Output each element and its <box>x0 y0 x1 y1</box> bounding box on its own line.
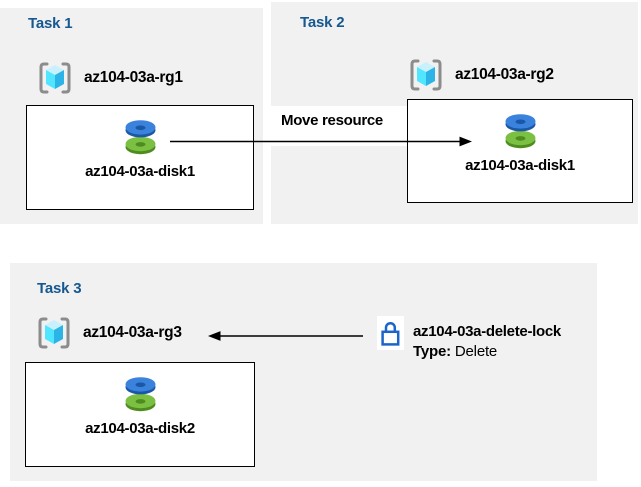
task3-panel: Task 3 az104-03a-rg3 az104-03a-disk2 <box>10 263 597 481</box>
task1-panel: Task 1 az104-03a-rg1 az104-03a-disk1 <box>0 8 263 224</box>
task3-disk-label: az104-03a-disk2 <box>85 420 195 437</box>
task2-disk-box: az104-03a-disk1 <box>407 99 633 203</box>
task1-disk-box: az104-03a-disk1 <box>26 105 254 210</box>
task1-disk-label: az104-03a-disk1 <box>85 163 195 180</box>
delete-lock-name: az104-03a-delete-lock <box>413 323 561 340</box>
task3-disk-box: az104-03a-disk2 <box>25 362 255 467</box>
resource-group-icon <box>38 317 70 349</box>
task2-disk-label: az104-03a-disk1 <box>465 157 575 174</box>
delete-lock-icon-box <box>377 316 404 350</box>
task2-title: Task 2 <box>300 14 345 31</box>
resource-group-icon <box>39 62 71 94</box>
delete-lock-type: Type:Delete <box>413 342 561 362</box>
task3-resource-group-label: az104-03a-rg3 <box>83 324 182 341</box>
resource-group-icon <box>410 59 442 91</box>
task3-resource-group: az104-03a-rg3 <box>35 315 182 351</box>
task2-resource-group: az104-03a-rg2 <box>407 57 554 93</box>
delete-lock-text: az104-03a-delete-lock Type:Delete <box>413 322 561 362</box>
disk-icon <box>505 114 535 149</box>
task1-resource-group: az104-03a-rg1 <box>36 60 183 96</box>
delete-lock-type-value: Delete <box>454 343 498 360</box>
delete-lock-type-label: Type: <box>413 343 451 360</box>
task1-resource-group-label: az104-03a-rg1 <box>84 69 183 86</box>
disk-icon <box>125 377 155 412</box>
task3-title: Task 3 <box>37 280 82 297</box>
task2-resource-group-label: az104-03a-rg2 <box>455 66 554 83</box>
move-label-background <box>264 106 407 146</box>
lock-icon <box>381 321 400 346</box>
task1-title: Task 1 <box>28 15 73 32</box>
disk-icon <box>125 120 155 155</box>
move-resource-label: Move resource <box>281 112 383 129</box>
